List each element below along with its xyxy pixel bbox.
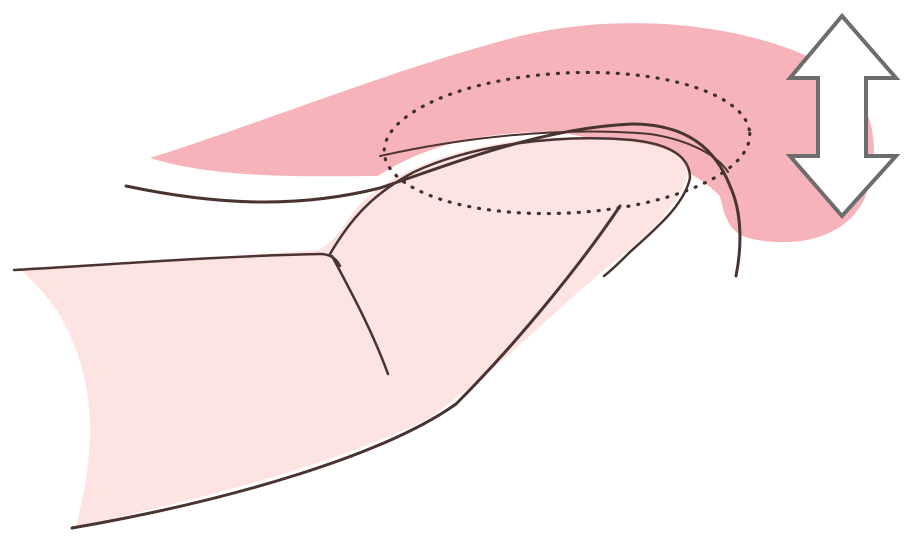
finger-body <box>18 137 688 526</box>
fingertip-contour <box>328 137 692 278</box>
finger-lower-contour <box>70 204 622 530</box>
nail-fold-line <box>379 130 729 173</box>
upper-contour-line <box>124 122 742 278</box>
upper-pink-shape <box>150 23 874 243</box>
knuckle-crease-line <box>330 254 390 376</box>
double-headed-vertical-arrow-icon <box>785 12 901 220</box>
dotted-ellipse-marker <box>382 70 752 216</box>
